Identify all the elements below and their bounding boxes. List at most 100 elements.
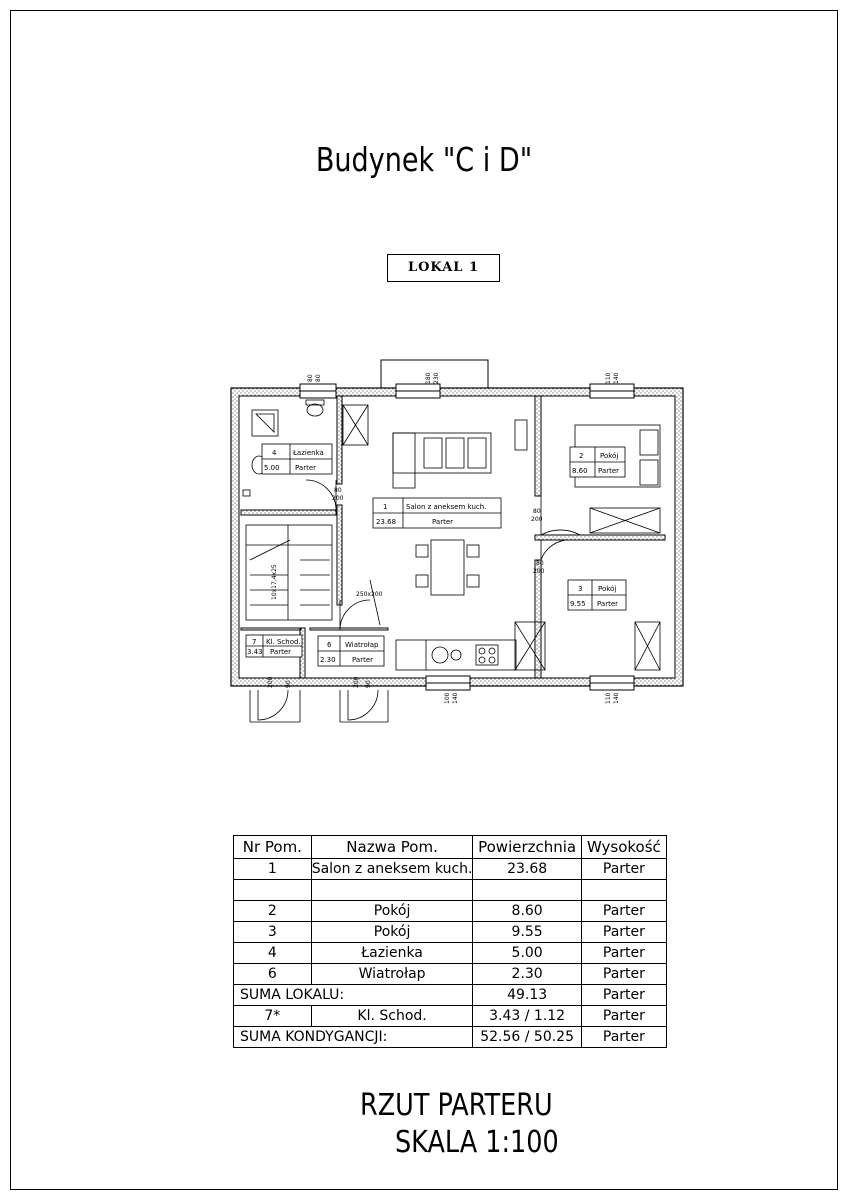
room4-label (261, 443, 333, 475)
room2-area: 8.60 (572, 467, 588, 475)
cell-name: Pokój (310, 921, 474, 943)
bathroom-fixtures (242, 399, 325, 497)
cell-name: Wiatrołap (310, 963, 474, 985)
stair-note: 10x17,4x25 (271, 564, 278, 600)
dim-door-r2-h: 200 (531, 516, 543, 523)
cell-name: Pokój (310, 900, 474, 922)
cell-nr: 7* (233, 1005, 312, 1027)
table-row: 4 Łazienka 5.00 Parter (233, 942, 668, 964)
room6-level: Parter (352, 656, 373, 664)
cell-level: Parter (580, 900, 668, 922)
room1-nr: 1 (383, 503, 387, 511)
interior-walls (240, 395, 666, 679)
cell-level: Parter (580, 921, 668, 943)
room1-label (372, 497, 502, 529)
table-row: 2 Pokój 8.60 Parter (233, 900, 668, 922)
dimension-labels: 80 80 180 230 110 140 100 140 110 140 80… (267, 372, 620, 704)
cell-level: Parter (580, 858, 668, 880)
dim-bottom-mid-1: 100 (444, 692, 451, 704)
room7-level: Parter (270, 648, 291, 656)
room7-label (245, 634, 303, 658)
dim-door-st-h: 90 (285, 680, 292, 688)
dim-door-r2-w: 80 (533, 508, 541, 515)
cell-name: Łazienka (310, 942, 474, 964)
kitchen-units (395, 639, 517, 671)
cell-area: 3.43 / 1.12 (472, 1005, 582, 1027)
table-row: 6 Wiatrołap 2.30 Parter (233, 963, 668, 985)
cell-nr: 4 (233, 942, 312, 964)
rooms-table: Nr Pom. Nazwa Pom. Powierzchnia Wysokość… (232, 835, 668, 1048)
staircase (245, 524, 333, 621)
suma-kondygnacji-level: Parter (580, 1026, 668, 1048)
dim-top-right-2: 140 (613, 372, 620, 384)
room4-nr: 4 (272, 449, 277, 457)
room7-nr: 7 (252, 638, 256, 646)
room6-nr: 6 (327, 641, 332, 649)
suma-lokalu-level: Parter (580, 984, 668, 1006)
room6-label (317, 635, 385, 667)
room2-level: Parter (598, 467, 619, 475)
cell-nr: 6 (233, 963, 312, 985)
room3-area: 9.55 (570, 600, 586, 608)
header-nr: Nr Pom. (233, 835, 312, 859)
table-row-suma-kondygnacji: SUMA KONDYGANCJI: 52.56 / 50.25 Parter (232, 1026, 668, 1048)
room1-area: 23.68 (376, 518, 396, 526)
dim-bottom-mid-2: 140 (452, 692, 459, 704)
windows (299, 383, 635, 691)
table-row: 7* Kl. Schod. 3.43 / 1.12 Parter (233, 1005, 668, 1027)
cell-nr: 3 (233, 921, 312, 943)
suma-kondygnacji-label: SUMA KONDYGANCJI: (232, 1026, 474, 1048)
dim-top-right-1: 110 (605, 372, 612, 384)
room7-area: 3.43 (247, 648, 263, 656)
room2-nr: 2 (579, 452, 583, 460)
cell-area: 9.55 (472, 921, 582, 943)
room1-name: Salon z aneksem kuch. (406, 503, 486, 511)
cell-name (310, 879, 474, 901)
room3-name: Pokój (598, 585, 616, 593)
lokal-label: LOKAL 1 (387, 254, 500, 282)
page-frame (10, 10, 838, 1190)
dim-top-left-2: 80 (315, 374, 322, 382)
header-name: Nazwa Pom. (310, 835, 474, 859)
dim-top-mid-2: 230 (433, 372, 440, 384)
suma-lokalu-label: SUMA LOKALU: (232, 984, 474, 1006)
room4-area: 5.00 (264, 464, 280, 472)
table-header-row: Nr Pom. Nazwa Pom. Powierzchnia Wysokość (233, 835, 668, 859)
cell-area: 23.68 (472, 858, 582, 880)
building-title: Budynek "C i D" (315, 140, 533, 179)
cell-area: 2.30 (472, 963, 582, 985)
header-level: Wysokość (580, 835, 668, 859)
header-area: Powierzchnia (472, 835, 582, 859)
dim-door-vest: 250x200 (356, 591, 383, 598)
suma-kondygnacji-area: 52.56 / 50.25 (472, 1026, 582, 1048)
cell-area (472, 879, 582, 901)
cell-level (580, 879, 668, 901)
cell-nr: 2 (233, 900, 312, 922)
room2-name: Pokój (600, 452, 618, 460)
dim-bottom-right-2: 140 (613, 692, 620, 704)
suma-lokalu-area: 49.13 (472, 984, 582, 1006)
room6-name: Wiatrołap (345, 641, 379, 649)
cell-name: Kl. Schod. (310, 1005, 474, 1027)
room3-label (567, 579, 627, 611)
room3-level: Parter (597, 600, 618, 608)
table-row: 3 Pokój 9.55 Parter (233, 921, 668, 943)
dim-bottom-right-1: 110 (605, 692, 612, 704)
cell-nr: 1 (233, 858, 312, 880)
table-row-suma-lokalu: SUMA LOKALU: 49.13 Parter (232, 984, 668, 1006)
floor-plan: 10x17,4x25 (230, 359, 684, 723)
room4-level: Parter (295, 464, 316, 472)
dim-door-st-w: 200 (267, 676, 274, 688)
dim-top-mid-1: 180 (425, 372, 432, 384)
dim-door-r3-w: 80 (536, 560, 544, 567)
cell-level: Parter (580, 963, 668, 985)
dim-door-ent-w: 200 (353, 676, 360, 688)
cell-level: Parter (580, 1005, 668, 1027)
cell-name: Salon z aneksem kuch. (310, 858, 474, 880)
cell-area: 8.60 (472, 900, 582, 922)
cell-nr (233, 879, 312, 901)
dim-door-r3-h: 200 (533, 568, 545, 575)
room6-area: 2.30 (320, 656, 336, 664)
living-furniture (342, 404, 528, 596)
dim-top-left-1: 80 (307, 374, 314, 382)
